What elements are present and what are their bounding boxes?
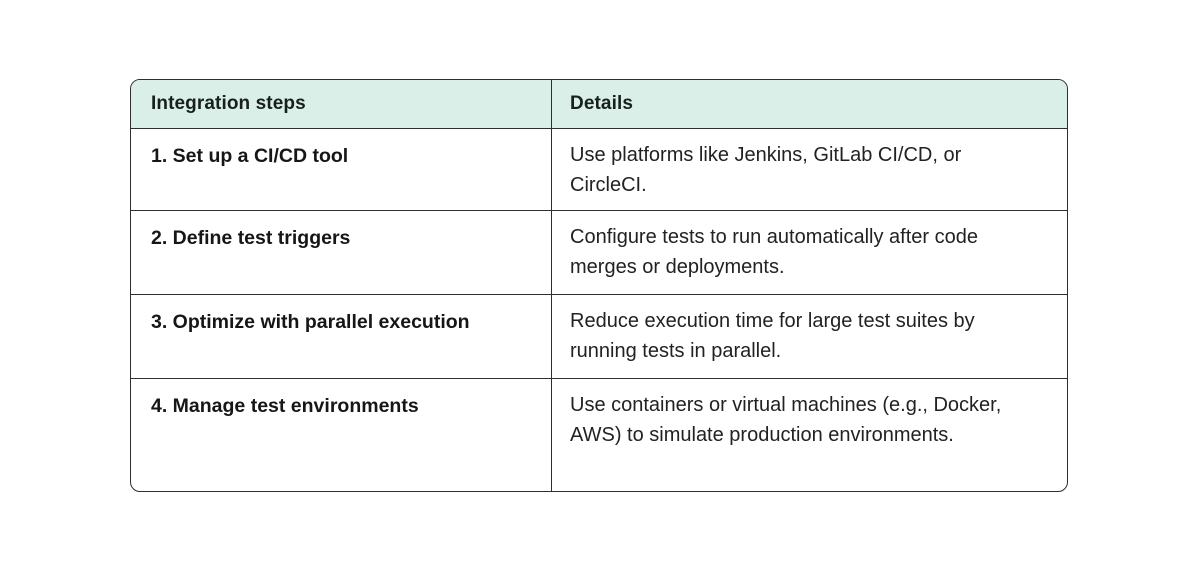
header-cell-integration-steps: Integration steps xyxy=(131,80,552,128)
table-header-row: Integration steps Details xyxy=(131,80,1067,128)
integration-steps-table: Integration steps Details 1. Set up a CI… xyxy=(130,79,1068,492)
table-row: 3. Optimize with parallel execution Redu… xyxy=(131,294,1067,378)
detail-cell: Use platforms like Jenkins, GitLab CI/CD… xyxy=(570,144,962,196)
table-row: 1. Set up a CI/CD tool Use platforms lik… xyxy=(131,128,1067,210)
step-cell: 3. Optimize with parallel execution xyxy=(131,295,552,378)
detail-cell: Use containers or virtual machines (e.g.… xyxy=(570,394,1002,446)
step-cell: 1. Set up a CI/CD tool xyxy=(131,129,552,210)
step-cell: 2. Define test triggers xyxy=(131,211,552,294)
detail-cell: Reduce execution time for large test sui… xyxy=(570,310,975,362)
step-cell: 4. Manage test environments xyxy=(131,379,552,491)
header-label-integration-steps: Integration steps xyxy=(151,93,306,114)
table-row: 2. Define test triggers Configure tests … xyxy=(131,210,1067,294)
table-row: 4. Manage test environments Use containe… xyxy=(131,378,1067,491)
header-label-details: Details xyxy=(570,93,634,114)
detail-cell: Configure tests to run automatically aft… xyxy=(570,226,978,278)
header-cell-details: Details xyxy=(552,80,1067,128)
